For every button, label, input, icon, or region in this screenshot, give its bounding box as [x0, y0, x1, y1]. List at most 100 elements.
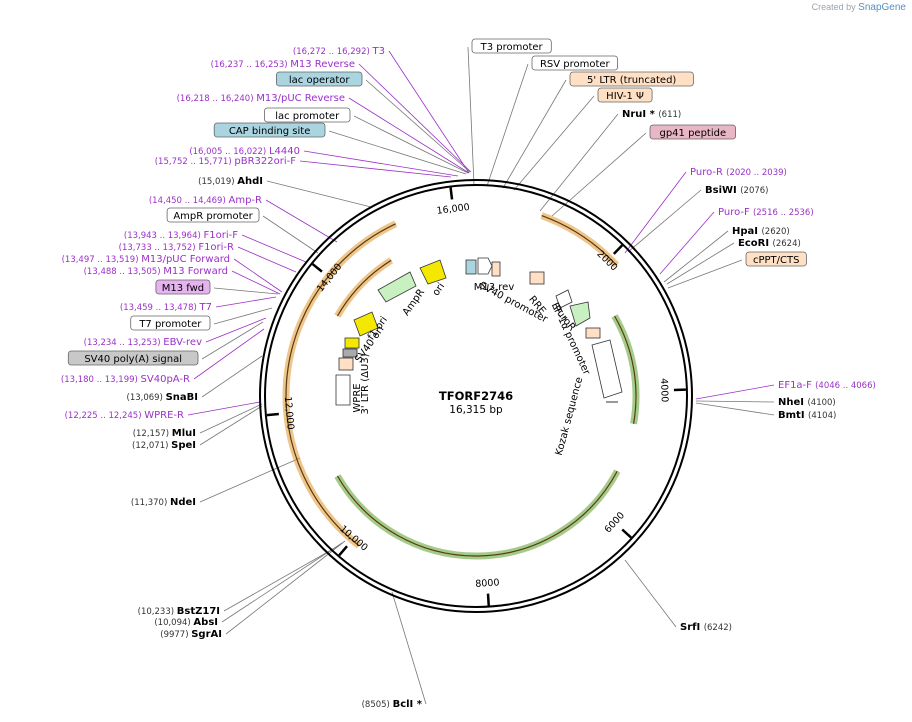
label-rsv-promoter: RSV promoter	[531, 55, 618, 71]
label-t7-promoter: T7 promoter	[130, 315, 211, 331]
leader-gp41-peptide	[551, 132, 647, 217]
rsv-arrow	[477, 257, 493, 275]
leader-t3-promoter	[467, 46, 475, 186]
wpre-block	[335, 374, 351, 406]
credit-prefix: Created by	[811, 2, 856, 12]
leader-puro-r	[624, 171, 687, 254]
label-text: cPPT/CTS	[753, 255, 799, 266]
sv40prom-arrow	[555, 289, 573, 309]
leader-m13-reverse	[358, 63, 472, 173]
leader-mlui	[199, 403, 263, 434]
label-cppt-cts: cPPT/CTS	[745, 251, 807, 267]
ori-arrow	[419, 259, 447, 285]
ruler-label: 14,000	[315, 262, 344, 295]
ruler-tick	[311, 263, 323, 273]
label-bmti: BmtI (4104)	[778, 410, 836, 421]
ruler-label: 10,000	[337, 524, 369, 554]
leader-pbr322ori-f	[299, 160, 452, 178]
label-m13-puc-reverse: (16,218 .. 16,240) M13/pUC Reverse	[177, 93, 345, 104]
leader-ef1a-f	[695, 384, 775, 400]
label-m13-forward: (13,488 .. 13,505) M13 Forward	[84, 266, 228, 277]
backbone-inner	[264, 184, 688, 608]
leader-ndei	[199, 457, 301, 503]
ruler-tick	[612, 244, 624, 255]
label-box	[649, 124, 736, 140]
label-snabi: (13,069) SnaBI	[127, 392, 199, 403]
label-text: T3 promoter	[480, 42, 544, 53]
ruler-label: 4000	[658, 378, 670, 403]
label-puro-r: Puro-R (2020 .. 2039)	[690, 167, 787, 178]
ruler-tick	[338, 545, 348, 557]
leader-lac-operator	[365, 79, 471, 173]
label-ahdi: (15,019) AhdI	[198, 176, 263, 187]
label-text: lac promoter	[275, 111, 340, 122]
feature-labels: (16,272 .. 16,292) T3(16,237 .. 16,253) …	[61, 38, 876, 710]
label-text: Puro-R (2020 .. 2039)	[690, 167, 787, 178]
label-text: gp41 peptide	[659, 128, 726, 139]
leader-ecori	[666, 242, 735, 285]
label-ebv-rev: (13,234 .. 13,253) EBV-rev	[84, 337, 202, 348]
leader-bsiwi	[627, 189, 702, 253]
leader-hiv-1-	[513, 95, 595, 191]
label-t3-promoter: T3 promoter	[471, 38, 552, 54]
lac-block	[465, 259, 477, 275]
leader-bcli-	[391, 591, 427, 705]
label-lac-promoter: lac promoter	[263, 107, 351, 123]
leader-t7	[215, 296, 277, 308]
label-bstz17i: (10,233) BstZ17I	[138, 606, 220, 617]
label-srfi: SrfI (6242)	[680, 622, 732, 633]
leader-nhei	[695, 400, 775, 403]
label-box	[569, 71, 694, 87]
label-bcli-: (8505) BclI *	[362, 699, 423, 710]
label-bsiwi: BsiWI (2076)	[705, 185, 769, 196]
leader-sv40pa-r	[193, 328, 265, 380]
label-mlui: (12,157) MluI	[133, 428, 196, 439]
leader-rsv-promoter	[486, 63, 529, 187]
label-text: (15,752 .. 15,771) pBR322ori-F	[155, 156, 297, 167]
leader-bmti	[695, 402, 775, 416]
backbone-outer	[259, 179, 693, 613]
label-box	[67, 350, 199, 366]
label-cap-binding-site: CAP binding site	[213, 122, 326, 138]
leader-m13-puc-forward	[233, 258, 283, 293]
label-m13-puc-forward: (13,497 .. 13,519) M13/pUC Forward	[62, 254, 230, 265]
leader-hpai	[663, 230, 729, 283]
label-text: SrfI (6242)	[680, 622, 732, 633]
label-text: BsiWI (2076)	[705, 185, 769, 196]
leader-absi	[221, 542, 343, 623]
label-text: M13 fwd	[162, 283, 204, 294]
sv40ori-block	[344, 337, 360, 349]
ampr-arrow	[377, 271, 417, 303]
inner-label-kozak-sequence: Kozak sequence	[554, 376, 586, 457]
label-text: (10,233) BstZ17I	[138, 606, 220, 617]
orange-arc-large	[285, 223, 396, 547]
label-t3: (16,272 .. 16,292) T3	[293, 46, 385, 57]
rre-block	[529, 271, 545, 285]
label-text: (16,005 .. 16,022) L4440	[189, 146, 300, 157]
leader-t7-promoter	[213, 307, 273, 325]
leader-l4440	[303, 150, 459, 177]
label-box	[597, 87, 653, 103]
label-wpre-r: (12,225 .. 12,245) WPRE-R	[65, 410, 184, 421]
label-text: CAP binding site	[229, 126, 311, 137]
leader-amp-r	[265, 199, 338, 243]
label-text: (11,370) NdeI	[131, 497, 196, 508]
label-ef1a-f: EF1a-F (4046 .. 4066)	[778, 380, 876, 391]
label-text: EcoRI (2624)	[738, 238, 801, 249]
label-text: (8505) BclI *	[362, 699, 423, 710]
label-text: (13,069) SnaBI	[127, 392, 199, 403]
label-f1ori-f: (13,943 .. 13,964) F1ori-F	[124, 230, 238, 241]
label-box	[155, 279, 211, 295]
label-pbr322ori-f: (15,752 .. 15,771) pBR322ori-F	[155, 156, 297, 167]
label-text: HIV-1 Ψ	[606, 91, 644, 102]
leader-puro-f	[659, 211, 715, 275]
leader-lac-promoter	[353, 115, 469, 174]
leader-f1ori-r	[237, 246, 297, 273]
label-text: (12,157) MluI	[133, 428, 196, 439]
label-text: (9977) SgrAI	[160, 629, 222, 640]
inner-label-ori: ori	[431, 281, 447, 298]
puror-arrow	[569, 301, 591, 327]
label-text: Puro-F (2516 .. 2536)	[718, 207, 814, 218]
green-arc-inner	[336, 470, 618, 557]
label-nhei: NheI (4100)	[778, 397, 836, 408]
